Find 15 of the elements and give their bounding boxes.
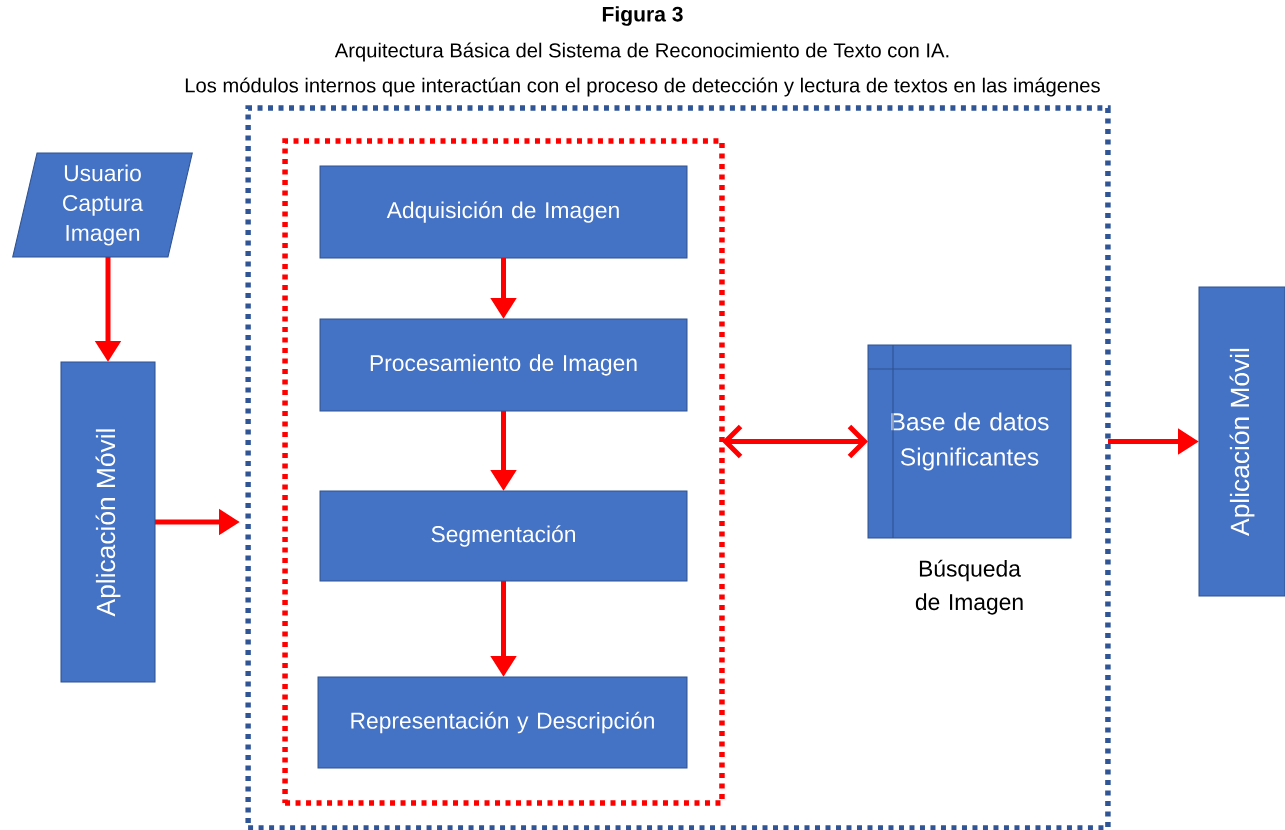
figure-title: Figura 3	[602, 6, 683, 26]
app-box: Aplicación Móvil	[1198, 286, 1285, 597]
figure-caption: Arquitectura Básica del Sistema de Reconocimiento de Texto con IA.	[334, 42, 949, 62]
process-box: Procesamiento de Imagen	[319, 318, 688, 412]
caption-text: Búsqueda de Imagen	[915, 559, 1023, 615]
input-parallelogram: Usuario Captura Imagen	[12, 152, 193, 258]
app-box: Aplicación Móvil	[60, 361, 156, 683]
dotted-frame	[282, 138, 725, 806]
database-box: Base de datos Significantes	[867, 344, 1072, 539]
arrow	[722, 424, 868, 459]
process-box: Segmentación	[319, 490, 688, 582]
dotted-frame	[245, 105, 1111, 830]
caption-text: Los módulos internos que interactúan con el proceso de detección y lectura de textos en las imágenes	[185, 77, 1100, 97]
process-box: Representación y Descripción	[317, 676, 688, 769]
process-box: Adquisición de Imagen	[319, 165, 688, 259]
